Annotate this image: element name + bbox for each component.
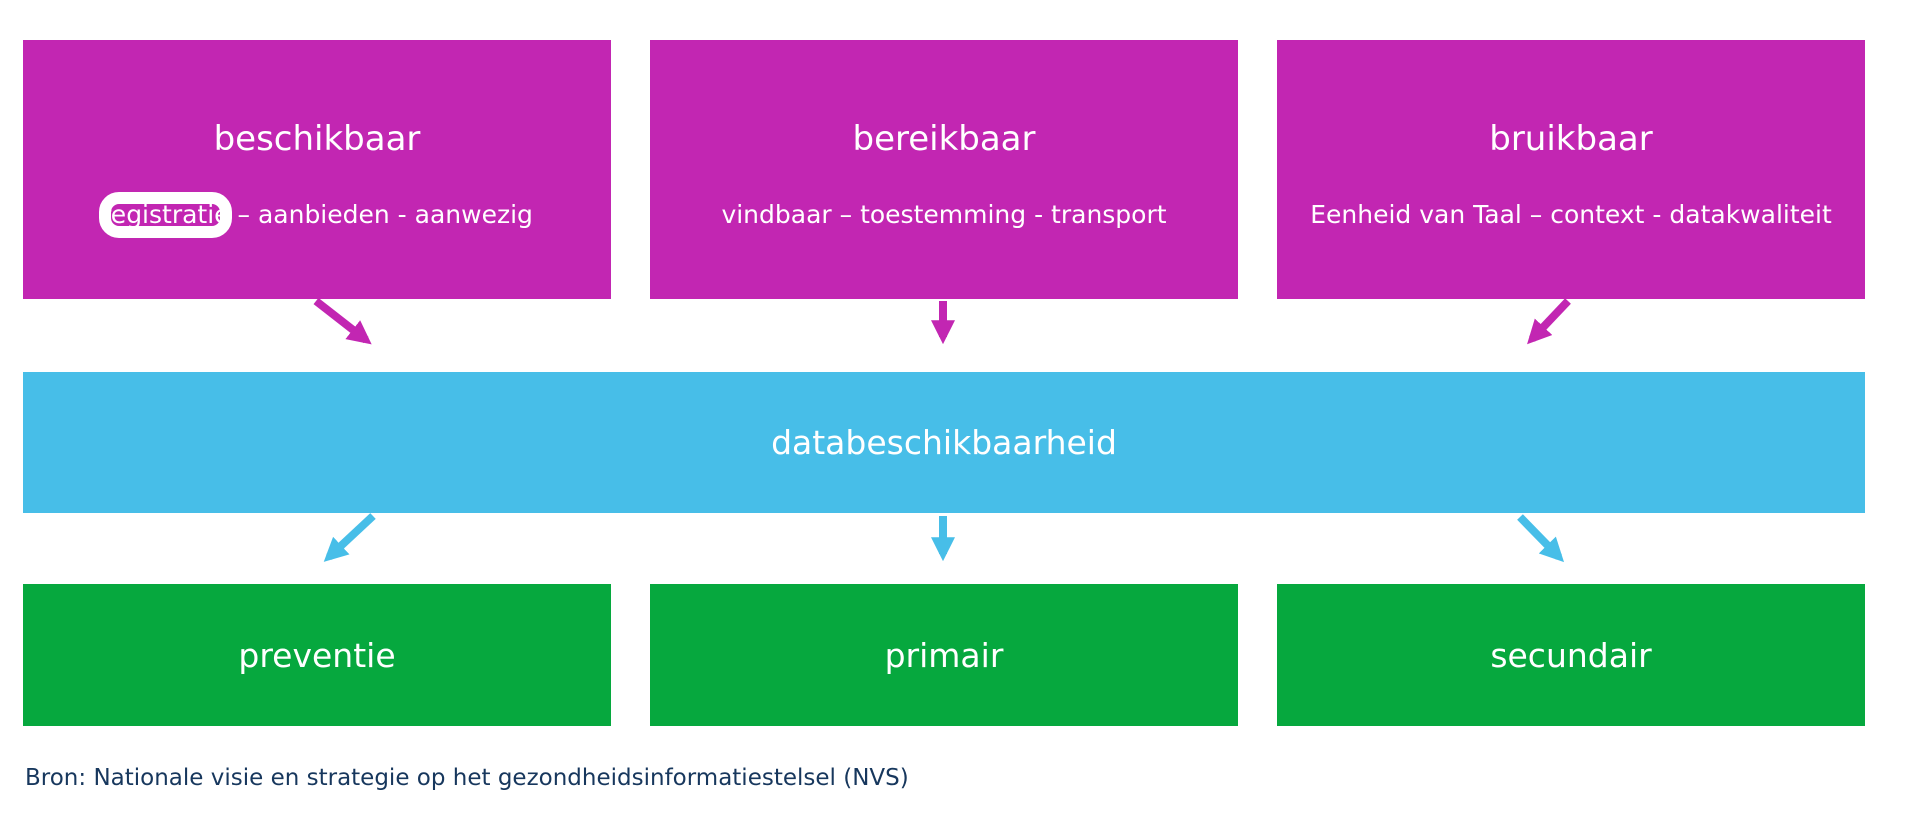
node-bruikbaar: bruikbaar Eenheid van Taal – context - d… bbox=[1277, 40, 1865, 299]
source-citation: Bron: Nationale visie en strategie op he… bbox=[25, 765, 909, 791]
node-primair-label: primair bbox=[884, 635, 1004, 675]
node-bruikbaar-title: bruikbaar bbox=[1489, 119, 1653, 159]
arrow-databeschikbaarheid-to-preventie bbox=[323, 513, 376, 562]
node-secundair-label: secundair bbox=[1490, 635, 1652, 675]
node-databeschikbaarheid: databeschikbaarheid bbox=[23, 372, 1865, 513]
node-bereikbaar-title: bereikbaar bbox=[852, 119, 1036, 159]
arrow-beschikbaar-to-databeschikbaarheid bbox=[313, 297, 372, 345]
arrow-databeschikbaarheid-to-secundair bbox=[1517, 514, 1565, 563]
node-preventie-label: preventie bbox=[238, 635, 396, 675]
node-primair: primair bbox=[650, 584, 1238, 726]
registratie-highlight-ring: registratie bbox=[99, 192, 233, 238]
node-secundair: secundair bbox=[1277, 584, 1865, 726]
node-preventie: preventie bbox=[23, 584, 611, 726]
node-beschikbaar-title: beschikbaar bbox=[213, 119, 421, 159]
node-beschikbaar: beschikbaar registratie – aanbieden - aa… bbox=[23, 40, 611, 299]
node-databeschikbaarheid-label: databeschikbaarheid bbox=[771, 423, 1117, 462]
node-bereikbaar-subtitle: vindbaar – toestemming - transport bbox=[721, 200, 1167, 229]
node-bruikbaar-subtitle: Eenheid van Taal – context - datakwalite… bbox=[1310, 200, 1832, 229]
node-bereikbaar: bereikbaar vindbaar – toestemming - tran… bbox=[650, 40, 1238, 299]
node-beschikbaar-subtitle-rest: – aanbieden - aanwezig bbox=[229, 200, 533, 229]
arrow-bruikbaar-to-databeschikbaarheid bbox=[1527, 298, 1571, 345]
node-beschikbaar-subtitle: registratie – aanbieden - aanwezig bbox=[99, 192, 533, 238]
